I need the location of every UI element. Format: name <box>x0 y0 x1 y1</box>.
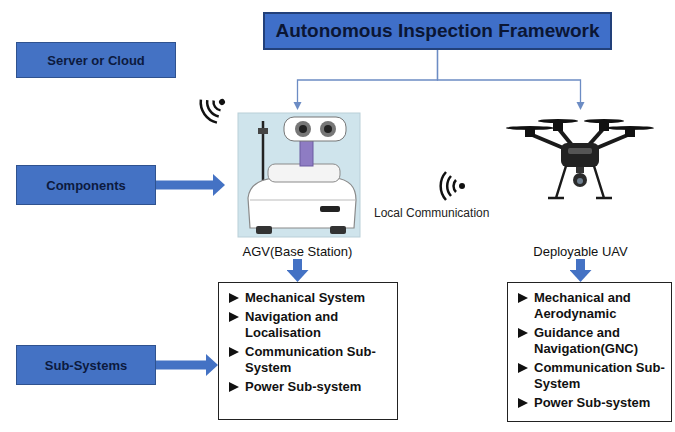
wireless-icon <box>441 172 465 200</box>
agv-top <box>268 164 340 182</box>
uav-motor <box>599 123 609 131</box>
subsystem-item: Power Sub-system <box>227 379 391 395</box>
title-box: Autonomous Inspection Framework <box>263 12 612 50</box>
agv-backdrop <box>238 113 360 237</box>
agv-wheel <box>330 226 346 234</box>
agv-seam <box>250 200 355 201</box>
subsystem-item: Communication Sub-System <box>227 344 391 376</box>
subsystem-item: Communication Sub-System <box>516 360 665 392</box>
block-arrow <box>156 181 213 190</box>
uav-leg <box>548 166 566 198</box>
uav-body <box>561 143 599 167</box>
component-caption: AGV(Base Station) <box>241 244 355 259</box>
uav-illustration <box>506 119 654 198</box>
block-arrow <box>156 361 206 370</box>
uav-gimbal <box>576 167 584 173</box>
subsystem-item: Navigation and Localisation <box>227 309 391 341</box>
block-arrow <box>576 259 585 270</box>
agv-eye <box>320 121 336 137</box>
uav-motor <box>625 129 635 137</box>
uav-propeller <box>606 126 654 130</box>
tier-label: Sub-Systems <box>45 358 127 373</box>
uav-propeller <box>584 119 624 123</box>
uav-propeller <box>506 126 554 130</box>
agv-wheel <box>256 226 272 234</box>
uav-lens <box>577 178 583 184</box>
subsystem-item: Mechanical System <box>227 290 391 306</box>
link-label: Local Communication <box>372 206 491 220</box>
tier-label-box: Sub-Systems <box>16 345 156 385</box>
uav-motor <box>525 129 535 137</box>
agv-node: AGV(Base Station) <box>225 110 370 259</box>
subsystem-item: Guidance and Navigation(GNC) <box>516 325 665 357</box>
agv-sensor <box>258 128 268 134</box>
uav-propeller <box>538 119 578 123</box>
subsystem-item: Power Sub-system <box>516 395 665 411</box>
title-text: Autonomous Inspection Framework <box>275 20 599 42</box>
agv-pupil <box>299 125 307 133</box>
agv-illustration <box>238 113 360 237</box>
branch-connector <box>298 50 438 102</box>
agv-body <box>248 178 356 228</box>
block-arrow <box>293 259 302 270</box>
agv-pupil <box>324 125 332 133</box>
component-caption: Deployable UAV <box>531 244 629 259</box>
agv-head <box>284 117 346 141</box>
tier-label-box: Components <box>16 165 156 205</box>
subsystem-list-box: Mechanical and AerodynamicGuidance and N… <box>507 282 672 422</box>
branch-connector <box>438 50 581 102</box>
uav-leg <box>594 166 612 198</box>
subsystem-item: Mechanical and Aerodynamic <box>516 290 665 322</box>
tier-label-box: Server or Cloud <box>16 42 176 78</box>
uav-motor <box>553 123 563 131</box>
uav-top-plate <box>568 148 592 154</box>
tier-label: Components <box>46 178 125 193</box>
agv-slot <box>320 206 340 212</box>
uav-node: Deployable UAV <box>498 110 663 259</box>
uav-camera <box>573 173 587 187</box>
wireless-icon <box>196 89 232 126</box>
subsystem-list-box: Mechanical SystemNavigation and Localisa… <box>218 282 398 420</box>
agv-eye <box>295 121 311 137</box>
tier-label: Server or Cloud <box>47 53 145 68</box>
